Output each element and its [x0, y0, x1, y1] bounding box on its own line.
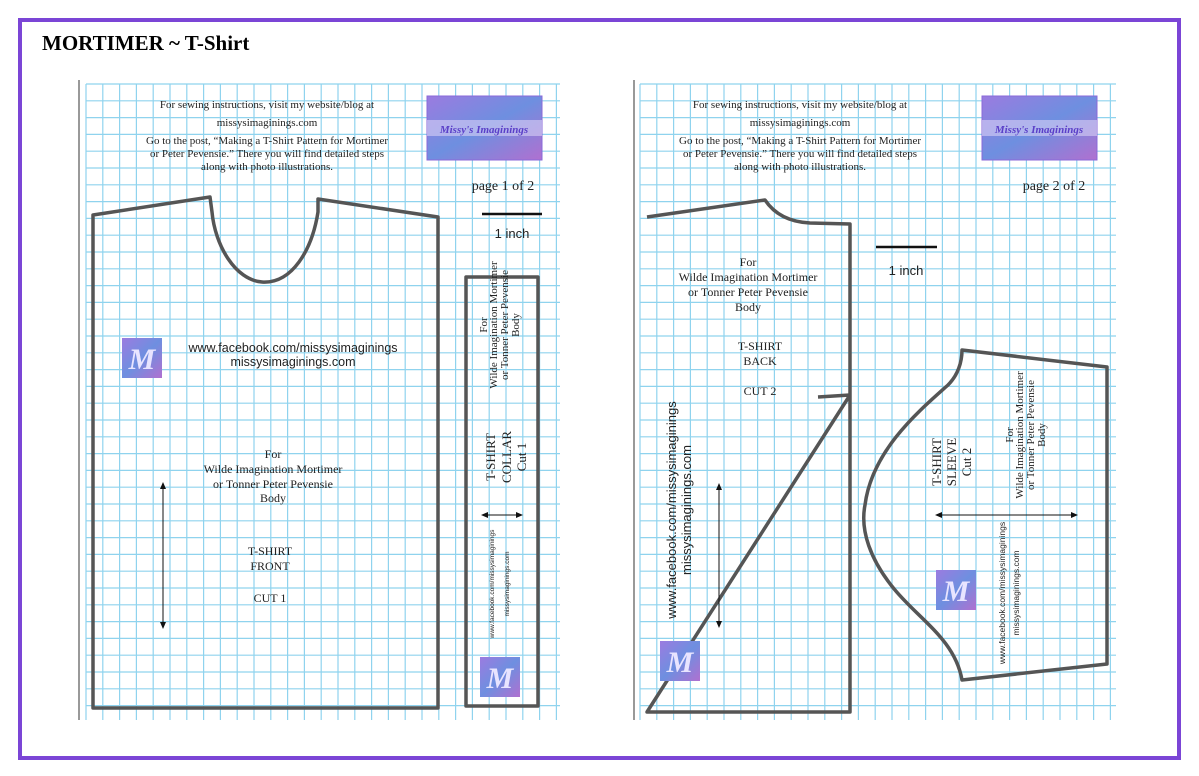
m-logo: M	[660, 641, 700, 681]
svg-text:Body: Body	[260, 491, 286, 505]
collar-grainline-arrow	[481, 512, 523, 518]
grid-paper-page-1	[85, 83, 560, 720]
logo-banner: Missy's Imaginings	[426, 95, 543, 161]
sleeve-piece-label: T-SHIRT SLEEVE Cut 2	[929, 438, 974, 486]
website-link[interactable]: missysimaginings.com	[1011, 550, 1021, 635]
website-link[interactable]: missysimaginings.com	[504, 551, 511, 616]
m-logo: M	[936, 570, 976, 610]
front-piece-outline	[91, 195, 440, 710]
scale-label: 1 inch	[889, 263, 924, 278]
svg-text:M: M	[942, 575, 971, 608]
facebook-link[interactable]: www.facebook.com/missysimaginings	[664, 401, 679, 620]
instructions-page-1: For sewing instructions, visit my websit…	[146, 99, 388, 173]
svg-text:Wilde Imagination Mortimer: Wilde Imagination Mortimer	[679, 270, 818, 284]
svg-text:Wilde Imagination Mortimer: Wilde Imagination Mortimer	[488, 261, 500, 389]
svg-text:or Tonner Peter Pevensie: or Tonner Peter Pevensie	[1025, 380, 1037, 490]
page-number: page 2 of 2	[1023, 179, 1086, 194]
cut-count: CUT 1	[254, 591, 287, 605]
svg-text:Cut 2: Cut 2	[959, 448, 974, 477]
svg-text:BACK: BACK	[743, 354, 777, 368]
svg-text:or Tonner Peter Pevensie: or Tonner Peter Pevensie	[213, 477, 333, 491]
page-1: For sewing instructions, visit my websit…	[91, 95, 543, 710]
sleeve-piece-outline	[862, 348, 1109, 682]
website-link[interactable]: missysimaginings.com	[217, 117, 318, 129]
facebook-link[interactable]: www.facebook.com/missysimaginings	[997, 522, 1007, 665]
back-piece-outline	[645, 198, 852, 714]
collar-doll-label: For Wilde Imagination Mortimer or Tonner…	[478, 261, 522, 389]
scale-label: 1 inch	[495, 226, 530, 241]
back-social: www.facebook.com/missysimaginings missys…	[664, 401, 694, 620]
page-title: MORTIMER ~ T-Shirt	[42, 31, 250, 55]
svg-text:along with photo illustrations: along with photo illustrations.	[734, 161, 866, 173]
svg-text:M: M	[486, 662, 515, 695]
instruction-line: along with photo illustrations.	[201, 161, 333, 173]
front-doll-label: For Wilde Imagination Mortimer or Tonner…	[204, 447, 343, 605]
collar-piece-outline	[464, 275, 540, 708]
svg-text:Missy's Imaginings: Missy's Imaginings	[994, 124, 1083, 136]
page-number: page 1 of 2	[472, 179, 535, 194]
instruction-line: Go to the post, “Making a T-Shirt Patter…	[146, 135, 388, 147]
sleeve-grainline-arrow	[935, 512, 1078, 518]
svg-text:Body: Body	[735, 300, 761, 314]
m-logo: M	[480, 657, 520, 697]
collar-social: www.facebook.com/missysimaginings missys…	[489, 529, 511, 639]
svg-text:Body: Body	[510, 313, 522, 337]
svg-text:For: For	[478, 317, 490, 333]
svg-text:Body: Body	[1036, 423, 1048, 447]
cut-count: CUT 2	[744, 384, 777, 398]
piece-label: FRONT	[250, 559, 290, 573]
svg-text:T-SHIRT: T-SHIRT	[738, 339, 783, 353]
instruction-line: For sewing instructions, visit my websit…	[160, 99, 374, 111]
grainline-arrow	[160, 482, 166, 629]
svg-text:For sewing instructions, visit: For sewing instructions, visit my websit…	[693, 99, 907, 111]
facebook-link[interactable]: www.facebook.com/missysimaginings	[187, 341, 397, 355]
m-logo: M	[122, 338, 162, 378]
svg-text:SLEEVE: SLEEVE	[944, 438, 959, 486]
svg-text:M: M	[666, 646, 695, 679]
instructions-page-2: For sewing instructions, visit my websit…	[679, 99, 921, 173]
svg-text:For: For	[740, 255, 757, 269]
svg-text:COLLAR: COLLAR	[499, 431, 514, 483]
svg-text:T-SHIRT: T-SHIRT	[483, 433, 498, 481]
svg-text:M: M	[128, 343, 157, 376]
svg-text:or Peter Pevensie.” There you: or Peter Pevensie.” There you will find …	[683, 148, 917, 160]
sleeve-social: www.facebook.com/missysimaginings missys…	[997, 522, 1021, 665]
purple-frame	[18, 18, 1181, 760]
svg-text:For: For	[1004, 427, 1016, 443]
piece-label: T-SHIRT	[248, 544, 293, 558]
collar-piece-label: T-SHIRT COLLAR Cut 1	[483, 431, 529, 483]
svg-text:Go to the post, “Making a T-S: Go to the post, “Making a T-Shirt Patter…	[679, 135, 921, 147]
website-link[interactable]: missysimaginings.com	[230, 355, 355, 369]
sleeve-doll-label: For Wilde Imagination Mortimer or Tonner…	[1004, 371, 1048, 499]
svg-text:Cut 1: Cut 1	[514, 443, 529, 472]
website-link[interactable]: missysimaginings.com	[679, 445, 694, 575]
svg-text:For: For	[265, 447, 282, 461]
svg-text:Wilde Imagination Mortimer: Wilde Imagination Mortimer	[204, 462, 343, 476]
logo-banner: Missy's Imaginings	[981, 95, 1098, 161]
page-2: For sewing instructions, visit my websit…	[645, 95, 1109, 714]
svg-text:Missy's Imaginings: Missy's Imaginings	[439, 124, 528, 136]
svg-text:or Tonner Peter Pevensie: or Tonner Peter Pevensie	[499, 270, 511, 380]
back-doll-label: For Wilde Imagination Mortimer or Tonner…	[679, 255, 818, 398]
grainline-arrow	[716, 483, 722, 628]
instruction-line: or Peter Pevensie.” There you will find …	[150, 148, 384, 160]
svg-text:Wilde Imagination Mortimer: Wilde Imagination Mortimer	[1014, 371, 1026, 499]
svg-text:T-SHIRT: T-SHIRT	[929, 438, 944, 486]
facebook-link[interactable]: www.facebook.com/missysimaginings	[489, 529, 496, 639]
website-link[interactable]: missysimaginings.com	[750, 117, 851, 129]
svg-text:or Tonner Peter Pevensie: or Tonner Peter Pevensie	[688, 285, 808, 299]
